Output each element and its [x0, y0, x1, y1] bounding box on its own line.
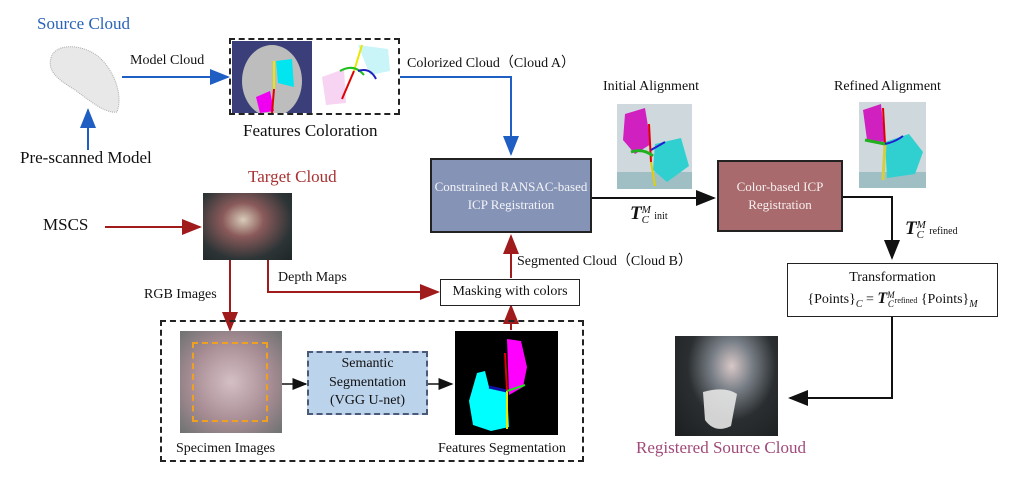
masking-with-colors-box: Masking with colors	[440, 279, 580, 306]
specimen-image	[180, 331, 282, 433]
icp-line-2: Registration	[748, 197, 812, 212]
model-cloud-label: Model Cloud	[130, 53, 205, 68]
colorized-model-render	[232, 41, 312, 113]
semantic-line-3: (VGG U-net)	[329, 393, 406, 409]
segmented-cloud-label: Segmented Cloud（Cloud B）	[517, 254, 692, 269]
features-coloration-group	[229, 38, 400, 115]
arrow-transformation-to-result	[788, 316, 893, 406]
registered-source-cloud-caption: Registered Source Cloud	[636, 438, 806, 457]
mscs-label: MSCS	[43, 215, 89, 234]
ransac-line-1: Constrained RANSAC-based	[434, 178, 588, 194]
pre-scanned-model-label: Pre-scanned Model	[20, 148, 152, 167]
semantic-line-2: Segmentation	[329, 374, 406, 390]
roi-crop-box	[192, 342, 268, 422]
initial-alignment-title: Initial Alignment	[603, 79, 700, 94]
transformation-title: Transformation	[849, 269, 936, 285]
colorized-point-cloud	[314, 41, 398, 113]
refined-alignment-image	[859, 102, 926, 188]
target-cloud-title: Target Cloud	[248, 167, 337, 186]
semantic-line-1: Semantic	[341, 355, 394, 371]
refined-alignment-title: Refined Alignment	[834, 79, 941, 94]
rgb-images-label: RGB Images	[144, 287, 217, 302]
specimen-images-caption: Specimen Images	[176, 441, 276, 456]
target-cloud-image	[203, 193, 292, 260]
arrow-depth-maps	[267, 260, 440, 300]
ransac-registration-box: Constrained RANSAC-based ICP Registratio…	[430, 158, 592, 233]
segmentation-group	[160, 320, 584, 462]
colorized-cloud-label: Colorized Cloud（Cloud A）	[407, 56, 575, 71]
registered-source-cloud-image	[675, 336, 778, 436]
depth-maps-label: Depth Maps	[278, 270, 347, 285]
source-cloud-title: Source Cloud	[37, 14, 131, 33]
color-icp-registration-box: Color-based ICP Registration	[717, 160, 843, 232]
features-segmentation-image	[455, 331, 558, 435]
arrow-colorized-cloud	[400, 76, 519, 156]
arrow-t-refined	[843, 196, 900, 260]
features-coloration-caption: Features Coloration	[243, 121, 378, 140]
semantic-segmentation-box: Semantic Segmentation (VGG U-net)	[307, 351, 428, 415]
source-cloud-image	[45, 38, 125, 116]
ransac-line-2: ICP Registration	[467, 196, 555, 212]
features-segmentation-caption: Features Segmentation	[438, 441, 566, 456]
initial-alignment-image	[617, 104, 692, 189]
icp-line-1: Color-based ICP	[736, 179, 824, 195]
